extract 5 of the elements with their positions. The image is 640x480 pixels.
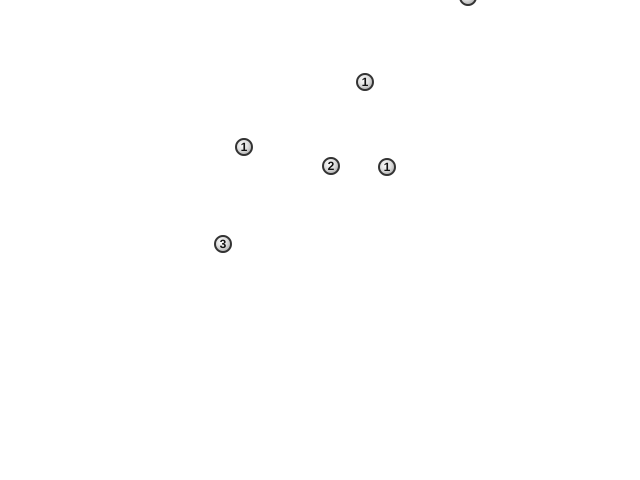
callout-number: 2 [322, 157, 340, 175]
callout-number: 1 [356, 73, 374, 91]
callout-number: 1 [235, 138, 253, 156]
callout-number: 3 [214, 235, 232, 253]
callout-number: 1 [378, 158, 396, 176]
